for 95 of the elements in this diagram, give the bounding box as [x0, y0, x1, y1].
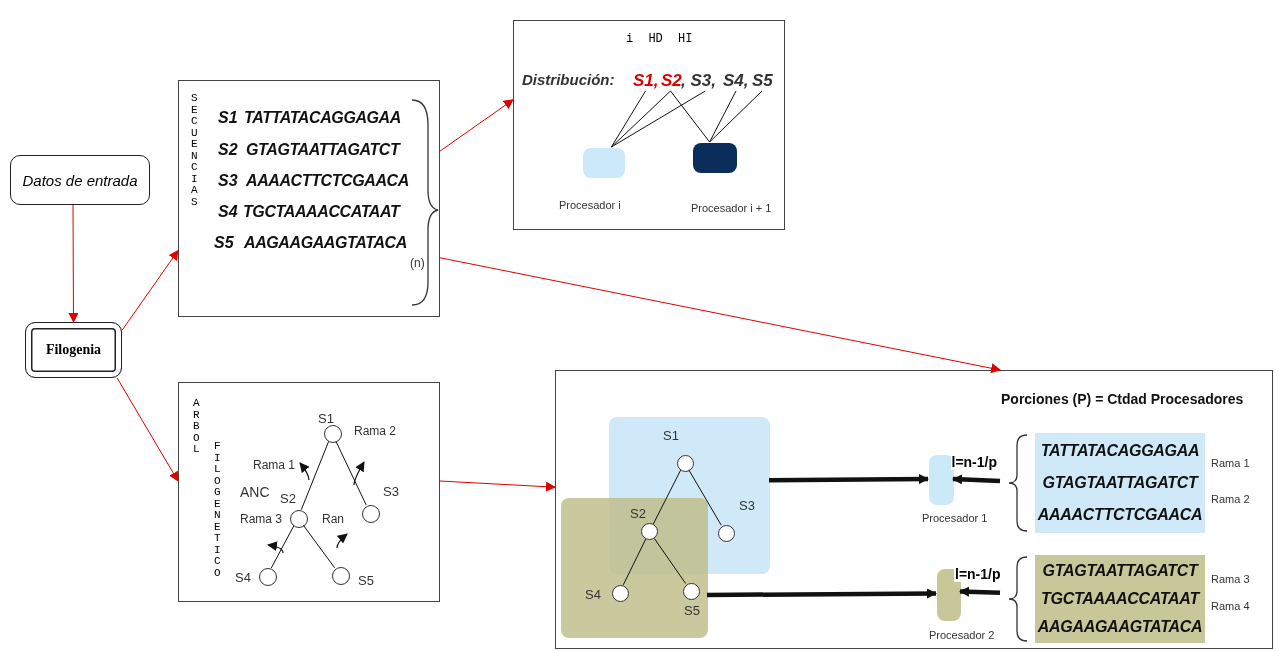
panel-frame	[178, 382, 440, 602]
node-label: S3	[739, 498, 755, 513]
connector-line	[709, 90, 737, 143]
arrow	[707, 588, 937, 599]
sequence-text: GTAGTAATTAGATCT	[246, 141, 400, 159]
connector-line	[610, 90, 646, 148]
branch-label: Rama 1	[1211, 457, 1250, 469]
arrow	[439, 99, 514, 152]
panel-heading: Porciones (P) = Ctdad Procesadores	[1001, 391, 1244, 407]
distribution-label: Distribución:	[522, 71, 615, 88]
arrow	[768, 474, 929, 485]
sequence-name: S2	[218, 141, 238, 159]
arrow	[952, 474, 1001, 485]
arrow	[439, 480, 556, 492]
sequence-text: TGCTAAAACCATAAT	[243, 203, 400, 221]
processor-box	[693, 143, 737, 173]
connector-line	[610, 90, 671, 148]
processor-label: Procesador 2	[929, 629, 995, 641]
branch-label: Rama 1	[253, 458, 296, 472]
processor-box	[929, 455, 954, 505]
edge-label: l=n-1/p	[950, 454, 998, 470]
connector-line	[653, 538, 687, 584]
connector-line	[302, 524, 336, 569]
node-label: S2	[280, 491, 296, 506]
sequence-name: S3	[218, 172, 238, 190]
connector-line	[270, 525, 295, 569]
edge-label: l=n-1/p	[954, 566, 1002, 583]
sequence-text: GTAGTAATTAGATCT	[1042, 474, 1198, 492]
tree-node-circle	[683, 583, 700, 600]
sequence-name: S2	[661, 70, 682, 92]
input-box: Datos de entrada	[10, 155, 150, 205]
sequence-text: TATTATACAGGAGAA	[244, 109, 401, 127]
connector-line	[670, 90, 711, 143]
arrow	[959, 586, 1001, 597]
branch-label: Rama 3	[1211, 573, 1250, 585]
connector-line	[335, 440, 367, 506]
tree-node-circle	[259, 568, 277, 586]
processor-label: Procesador i + 1	[691, 202, 772, 214]
connector-line	[300, 440, 330, 511]
panel-frame	[555, 370, 1273, 649]
branch-label: Rama 3	[240, 512, 283, 526]
connector-line	[709, 90, 763, 143]
tree-node-circle	[362, 505, 380, 523]
sequence-name: S4,	[723, 70, 751, 92]
sequence-name: S5	[752, 70, 774, 92]
sequence-name: S5	[214, 234, 234, 252]
tree-node-circle	[677, 455, 694, 472]
panel-frame	[178, 80, 440, 317]
tree-node-circle	[290, 510, 308, 528]
column-header: i HD HI	[626, 32, 693, 46]
sequence-text: AAGAAGAAGTATACA	[244, 234, 407, 252]
sequence-text: TGCTAAAACCATAAT	[1041, 590, 1199, 608]
node-label: S5	[684, 603, 700, 618]
arrow	[121, 249, 179, 331]
sequence-text: TATTATACAGGAGAA	[1040, 442, 1200, 460]
processor-label: Procesador 1	[922, 512, 988, 524]
panel-frame	[513, 20, 785, 230]
connector-line	[610, 90, 706, 148]
connector-line	[622, 538, 647, 586]
arrow	[116, 377, 179, 482]
sequence-text: AAAACTTCTCGAACA	[246, 172, 409, 190]
sequence-text: GTAGTAATTAGATCT	[1042, 562, 1198, 580]
branch-label: ANC	[240, 484, 270, 500]
tree-node-circle	[612, 585, 629, 602]
arrow	[439, 257, 1002, 374]
tree-node-circle	[718, 525, 735, 542]
sequence-text: AAAACTTCTCGAACA	[1037, 506, 1203, 524]
processor-box	[583, 148, 625, 178]
connector-line	[652, 469, 682, 525]
vertical-heading: SECUENCIAS	[191, 93, 199, 208]
node-label: S3	[383, 484, 399, 499]
tree-node-circle	[324, 425, 342, 443]
branch-label: (n)	[410, 256, 425, 270]
sequence-name: S1	[218, 109, 238, 127]
sequence-name: , S3,	[681, 70, 723, 92]
sequence-name: S1,	[633, 70, 660, 92]
node-label: S2	[630, 506, 646, 521]
highlight-region	[561, 498, 708, 638]
node-label: S4	[235, 570, 251, 585]
process-box: Filogenia	[25, 322, 122, 378]
node-label: S1	[663, 428, 679, 443]
processor-label: Procesador i	[559, 199, 621, 211]
branch-label: Rama 2	[1211, 493, 1250, 505]
branch-label: Ran	[322, 512, 344, 526]
sequence-name: S4	[218, 203, 238, 221]
connector-line	[688, 469, 722, 526]
node-label: S1	[318, 411, 334, 426]
sequence-text: AAGAAGAAGTATACA	[1037, 618, 1203, 636]
branch-label: Rama 2	[354, 424, 397, 438]
vertical-heading: FILOGENETICO	[214, 441, 222, 579]
node-label: S5	[358, 573, 374, 588]
branch-label: Rama 4	[1211, 600, 1250, 612]
tree-node-circle	[332, 567, 350, 585]
node-label: S4	[585, 587, 601, 602]
vertical-heading: ARBOL	[193, 398, 201, 456]
